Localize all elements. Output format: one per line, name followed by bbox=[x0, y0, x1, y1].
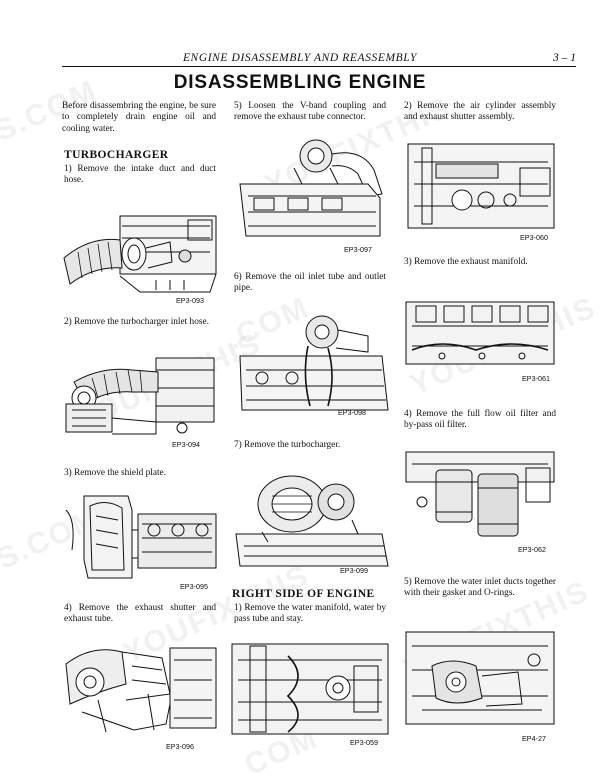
step-text: 2) Remove the turbocharger inlet hose. bbox=[64, 317, 209, 327]
header-rule bbox=[62, 66, 576, 67]
figure-v-band bbox=[232, 134, 392, 246]
figure-caption: EP3-095 bbox=[180, 582, 208, 591]
figure-caption: EP3-059 bbox=[350, 738, 378, 747]
running-header: ENGINE DISASSEMBLY AND REASSEMBLY bbox=[182, 52, 418, 64]
step-text: 2) Remove the air cylinder assembly and … bbox=[404, 101, 556, 123]
figure-exhaust-manifold bbox=[402, 292, 558, 372]
step-text: 5) Loosen the V-band coupling and remove… bbox=[234, 101, 386, 123]
figure-caption: EP3-097 bbox=[344, 245, 372, 254]
step-text: 1) Remove the water manifold, water by p… bbox=[234, 603, 386, 625]
page-number: 3 – 1 bbox=[553, 52, 576, 64]
figure-air-cylinder bbox=[402, 134, 558, 236]
figure-caption: EP3-098 bbox=[338, 408, 366, 417]
step-text: 6) Remove the oil inlet tube and outlet … bbox=[234, 272, 386, 294]
figure-exhaust-shutter bbox=[62, 634, 220, 738]
step-text: 7) Remove the turbocharger. bbox=[234, 440, 341, 450]
turbocharger-heading: TURBOCHARGER bbox=[64, 149, 169, 161]
figure-water-inlet-duct bbox=[402, 626, 558, 730]
figure-intake-duct bbox=[60, 196, 220, 298]
figure-caption: EP3-096 bbox=[166, 742, 194, 751]
step-text: 3) Remove the shield plate. bbox=[64, 468, 166, 478]
step-text: 1) Remove the intake duct and duct hose. bbox=[64, 164, 216, 186]
step-text: 4) Remove the full flow oil filter and b… bbox=[404, 409, 556, 431]
right-side-heading: RIGHT SIDE OF ENGINE bbox=[232, 588, 375, 600]
figure-shield-plate bbox=[62, 490, 220, 580]
intro-paragraph: Before disassembring the engine, be sure… bbox=[62, 101, 216, 134]
figure-turbocharger bbox=[232, 466, 392, 570]
step-text: 5) Remove the water inlet ducts together… bbox=[404, 577, 556, 599]
page-title: DISASSEMBLING ENGINE bbox=[173, 72, 427, 93]
figure-caption: EP3-093 bbox=[176, 296, 204, 305]
figure-inlet-hose bbox=[62, 348, 220, 440]
figure-caption: EP3-061 bbox=[522, 374, 550, 383]
figure-caption: EP3-094 bbox=[172, 440, 200, 449]
step-text: 4) Remove the exhaust shutter and exhaus… bbox=[64, 603, 216, 625]
step-text: 3) Remove the exhaust manifold. bbox=[404, 257, 528, 267]
figure-caption: EP3-062 bbox=[518, 545, 546, 554]
figure-oil-filter bbox=[402, 442, 558, 544]
figure-caption: EP4-27 bbox=[522, 734, 546, 743]
figure-caption: EP3-060 bbox=[520, 233, 548, 242]
figure-oil-tube bbox=[232, 306, 392, 416]
figure-water-manifold bbox=[228, 636, 392, 740]
figure-caption: EP3-099 bbox=[340, 566, 368, 575]
